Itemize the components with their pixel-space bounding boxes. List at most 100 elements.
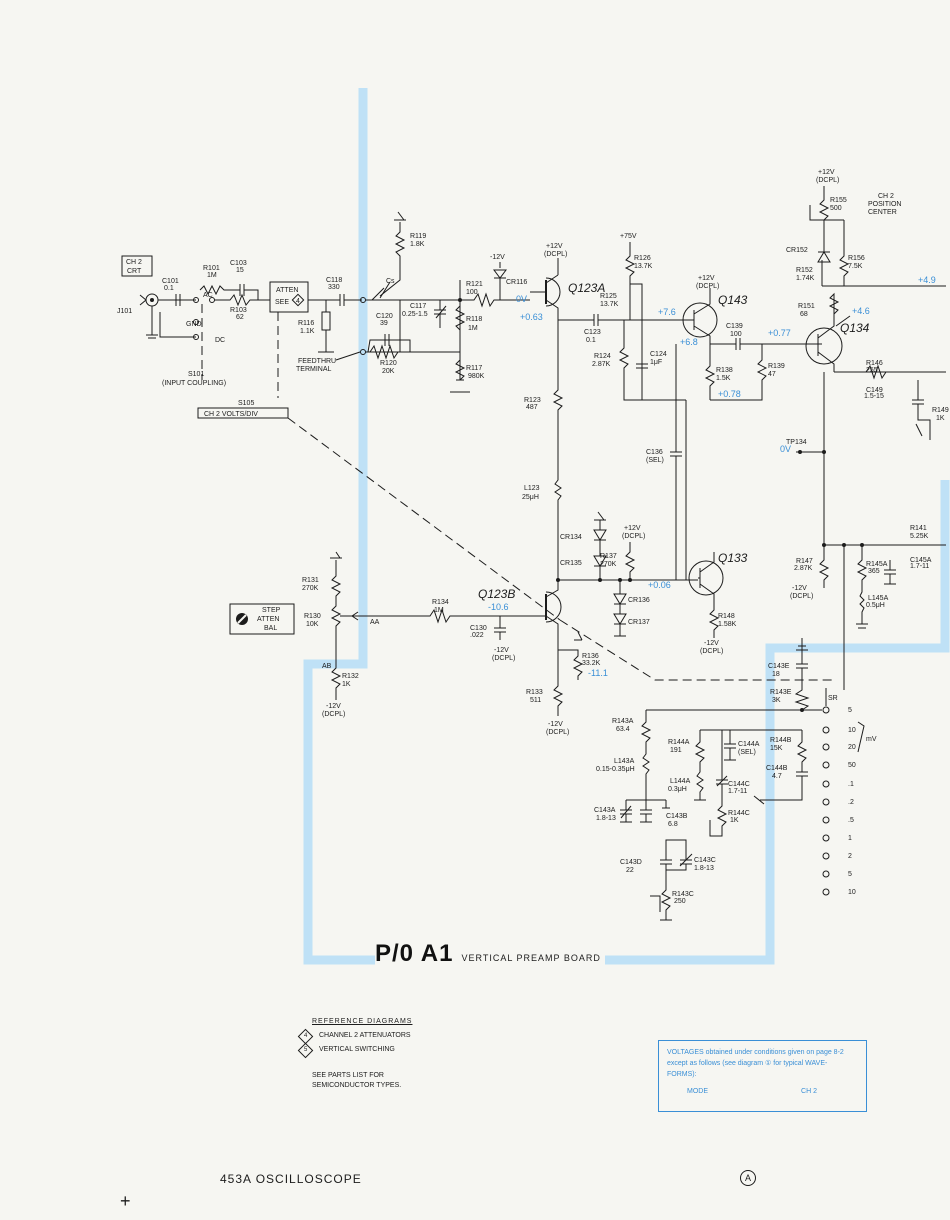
svg-text:62: 62: [236, 314, 244, 321]
svg-text:487: 487: [526, 404, 538, 411]
svg-text:(DCPL): (DCPL): [546, 729, 569, 736]
svg-text:-12V: -12V: [494, 647, 509, 654]
mode-header: MODE: [687, 1088, 708, 1095]
svg-text:39: 39: [380, 320, 388, 327]
svg-text:980K: 980K: [468, 373, 485, 380]
reference-item: 5 VERTICAL SWITCHING: [297, 1042, 412, 1058]
svg-text:R143E: R143E: [770, 689, 792, 696]
svg-text:1M: 1M: [434, 607, 444, 614]
svg-text:CR137: CR137: [628, 619, 650, 626]
svg-text:CR135: CR135: [560, 560, 582, 567]
svg-text:CR116: CR116: [506, 279, 527, 286]
svg-text:R139: R139: [768, 363, 785, 370]
svg-text:R126: R126: [634, 255, 651, 262]
svg-text:GND: GND: [186, 321, 202, 328]
q134: Q134: [805, 316, 870, 372]
svg-text:+12V: +12V: [698, 275, 715, 282]
svg-text:1.7-11: 1.7-11: [910, 563, 929, 570]
svg-text:+75V: +75V: [620, 233, 637, 240]
svg-text:0.15-0.35μH: 0.15-0.35μH: [596, 766, 635, 773]
svg-text:Q143: Q143: [718, 293, 748, 307]
ch2-crt-tag: CH 2 CRT: [121, 255, 153, 277]
svg-text:.1: .1: [848, 781, 854, 788]
svg-text:-12V: -12V: [548, 721, 563, 728]
svg-text:R124: R124: [594, 353, 611, 360]
q133: Q133: [688, 551, 748, 606]
svg-text:ATTEN: ATTEN: [257, 616, 279, 623]
svg-text:R143C: R143C: [672, 891, 694, 898]
svg-text:R144B: R144B: [770, 737, 792, 744]
svg-text:47: 47: [768, 371, 776, 378]
svg-text:5.25K: 5.25K: [910, 533, 929, 540]
board-id: P/0 A1: [375, 940, 454, 967]
svg-text:-12V: -12V: [490, 254, 505, 261]
svg-text:511: 511: [530, 697, 541, 704]
board-name: VERTICAL PREAMP BOARD: [461, 953, 601, 963]
svg-text:10: 10: [848, 889, 856, 896]
svg-text:1.8-13: 1.8-13: [694, 865, 714, 872]
voltage-note-line: except as follows (see diagram ① for typ…: [667, 1060, 828, 1067]
svg-text:(DCPL): (DCPL): [816, 177, 839, 184]
q123b: Q123B: [478, 580, 562, 650]
svg-text:4.7: 4.7: [772, 773, 782, 780]
svg-text:C136: C136: [646, 449, 663, 456]
svg-text:R130: R130: [304, 613, 321, 620]
svg-text:330: 330: [328, 284, 340, 291]
svg-text:0.25-1.5: 0.25-1.5: [402, 311, 428, 318]
j101-connector: [139, 293, 159, 339]
svg-text:-12V: -12V: [326, 703, 341, 710]
svg-text:R155: R155: [830, 197, 847, 204]
svg-text:191: 191: [670, 747, 682, 754]
svg-text:1: 1: [848, 835, 852, 842]
svg-text:BAL: BAL: [264, 625, 277, 632]
svg-text:R101: R101: [203, 265, 220, 272]
board-title: P/0 A1 VERTICAL PREAMP BOARD: [375, 940, 605, 968]
svg-text:R133: R133: [526, 689, 543, 696]
svg-text:0V: 0V: [516, 294, 527, 304]
svg-text:3K: 3K: [772, 697, 781, 704]
svg-text:0.3μH: 0.3μH: [668, 786, 687, 793]
svg-text:1M: 1M: [207, 272, 217, 279]
c101-label: C101: [162, 278, 179, 285]
svg-text:+0.63: +0.63: [520, 312, 543, 322]
svg-text:.022: .022: [470, 632, 484, 639]
svg-text:CR152: CR152: [786, 247, 808, 254]
registration-mark-icon: +: [120, 1191, 131, 1211]
svg-text:365: 365: [868, 568, 880, 575]
svg-text:C143C: C143C: [694, 857, 716, 864]
svg-text:R151: R151: [798, 303, 815, 310]
svg-text:22: 22: [626, 867, 634, 874]
svg-text:AA: AA: [370, 619, 380, 626]
svg-text:6.8: 6.8: [668, 821, 678, 828]
svg-text:CH 2: CH 2: [878, 193, 894, 200]
svg-text:Cs: Cs: [386, 278, 395, 285]
svg-text:50: 50: [848, 762, 856, 769]
svg-text:SR: SR: [828, 695, 838, 702]
svg-text:R145A: R145A: [866, 561, 888, 568]
svg-text:(INPUT COUPLING): (INPUT COUPLING): [162, 380, 226, 387]
svg-text:C124: C124: [650, 351, 667, 358]
svg-text:R137: R137: [600, 553, 617, 560]
svg-text:DC: DC: [215, 337, 225, 344]
svg-text:+4.9: +4.9: [918, 275, 936, 285]
svg-text:1.74K: 1.74K: [796, 275, 815, 282]
svg-text:R144C: R144C: [728, 810, 750, 817]
svg-text:C118: C118: [326, 277, 342, 284]
svg-text:L145A: L145A: [868, 595, 889, 602]
svg-text:Q133: Q133: [718, 551, 748, 565]
reference-heading: REFERENCE DIAGRAMS: [312, 1018, 413, 1025]
svg-text:1M: 1M: [468, 325, 478, 332]
svg-text:2.87K: 2.87K: [794, 565, 813, 572]
svg-text:C143B: C143B: [666, 813, 688, 820]
svg-text:+12V: +12V: [624, 525, 641, 532]
svg-text:270K: 270K: [302, 585, 319, 592]
svg-text:C103: C103: [230, 260, 247, 267]
svg-text:0.1: 0.1: [164, 285, 174, 292]
svg-text:CR134: CR134: [560, 534, 582, 541]
svg-text:Q123A: Q123A: [568, 281, 605, 295]
svg-text:AC: AC: [203, 292, 213, 299]
svg-text:S105: S105: [238, 400, 254, 407]
svg-text:L144A: L144A: [670, 778, 691, 785]
svg-text:18: 18: [772, 671, 780, 678]
svg-text:STEP: STEP: [262, 607, 281, 614]
